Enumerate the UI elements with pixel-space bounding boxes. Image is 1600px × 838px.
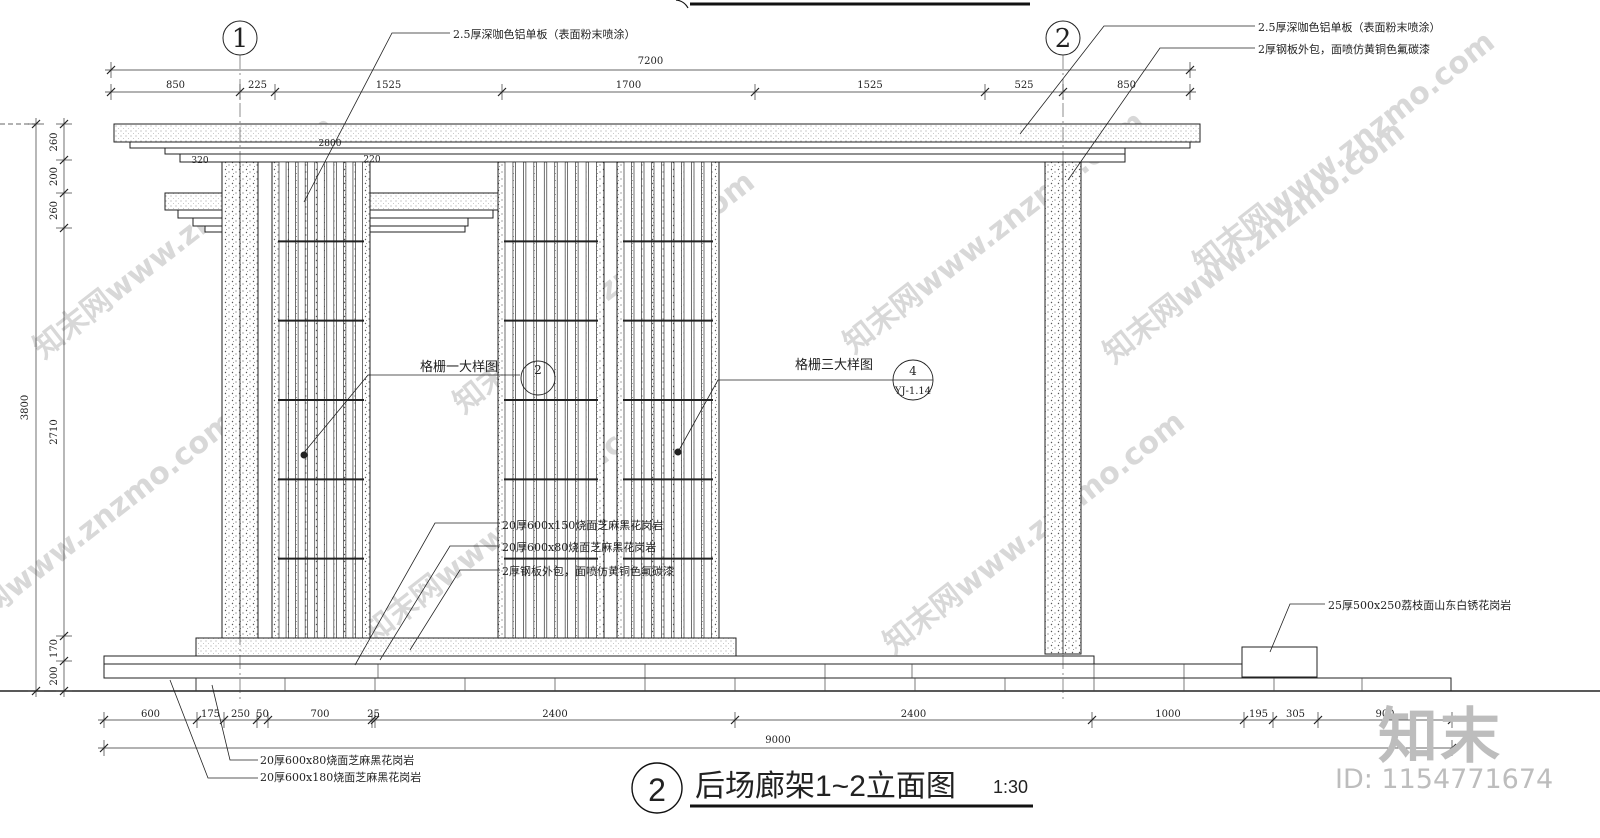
drawing-title-block: 2 后场廊架1~2立面图 1:30 bbox=[631, 762, 1033, 814]
dim-label: 700 bbox=[310, 709, 329, 720]
svg-text:2: 2 bbox=[534, 363, 542, 377]
dim-label: 260 bbox=[49, 132, 60, 151]
callout-leaders bbox=[169, 25, 1325, 779]
callout-bottom-2: 20厚600x180烧面芝麻黑花岗岩 bbox=[260, 770, 421, 784]
dim-label: 2710 bbox=[49, 419, 60, 444]
drawing-title: 后场廊架1~2立面图 bbox=[695, 770, 956, 803]
dim-label: 7200 bbox=[638, 56, 663, 67]
dim-label: 175 bbox=[201, 709, 220, 720]
top-beam-lower bbox=[129, 141, 1191, 149]
dim-label-small: 220 bbox=[363, 155, 380, 165]
callout-bottom-1: 20厚600x80烧面芝麻黑花岗岩 bbox=[260, 753, 414, 767]
dim-label: 3800 bbox=[20, 395, 31, 420]
watermark-text: 知末网www.znzmo.com bbox=[1187, 24, 1502, 281]
base-platform bbox=[195, 637, 737, 657]
grille-panel-3 bbox=[616, 161, 720, 639]
dim-label: 900 bbox=[1375, 709, 1394, 720]
dim-label: 250 bbox=[231, 709, 250, 720]
callout-grille-1: 格栅一大样图 bbox=[420, 359, 498, 375]
dim-label: 200 bbox=[49, 666, 60, 685]
dim-label: 1000 bbox=[1155, 709, 1180, 720]
axis-bubble-1: 1 bbox=[222, 20, 258, 700]
svg-text:YJ-1.14: YJ-1.14 bbox=[894, 386, 931, 397]
dim-label: 225 bbox=[248, 80, 267, 91]
dim-label: 850 bbox=[166, 80, 185, 91]
ref-bubble-grille-3: 4 YJ-1.14 bbox=[892, 359, 934, 401]
watermark-logo: 知末 bbox=[1378, 702, 1502, 772]
watermark-text: 知末网www.znzmo.com bbox=[877, 404, 1192, 661]
svg-text:4: 4 bbox=[909, 364, 917, 378]
dim-label: 1700 bbox=[616, 80, 641, 91]
grille-panel-1 bbox=[271, 161, 371, 639]
ref-bubble-grille-1: 2 bbox=[520, 360, 556, 396]
dim-label: 200 bbox=[49, 167, 60, 186]
dim-label: 850 bbox=[1117, 80, 1136, 91]
axis-bubble-2: 2 bbox=[1045, 20, 1081, 700]
dim-label: 1525 bbox=[376, 80, 401, 91]
base-slab bbox=[195, 677, 1452, 692]
dim-label: 260 bbox=[49, 201, 60, 220]
grille-panel-2 bbox=[497, 161, 605, 639]
dim-label: 2400 bbox=[901, 709, 926, 720]
base-step bbox=[103, 663, 1275, 679]
third-beam bbox=[179, 153, 1126, 163]
svg-text:1: 1 bbox=[232, 24, 249, 54]
left-column-cap bbox=[257, 161, 273, 663]
grille-1-marker bbox=[300, 451, 308, 459]
dim-label: 195 bbox=[1249, 709, 1268, 720]
callout-top-left: 2.5厚深咖色铝单板（表面粉末喷涂） bbox=[453, 27, 636, 41]
callout-top-right-2: 2厚钢板外包，面喷仿黄铜色氟碳漆 bbox=[1258, 42, 1430, 56]
dim-label: 2400 bbox=[542, 709, 567, 720]
dim-label: 600 bbox=[141, 709, 160, 720]
grille-3-marker bbox=[674, 448, 682, 456]
second-beam bbox=[164, 147, 1126, 155]
bench-block bbox=[1241, 646, 1318, 678]
dim-label-small: 320 bbox=[191, 156, 208, 166]
dimension-lines bbox=[0, 62, 1458, 756]
dim-label-small: 2800 bbox=[319, 139, 342, 149]
dim-label: 50 bbox=[256, 709, 269, 720]
top-beam bbox=[113, 123, 1201, 143]
watermark-id: ID: 1154771674 bbox=[1335, 764, 1554, 795]
drawing-scale: 1:30 bbox=[993, 777, 1028, 797]
drawing-number: 2 bbox=[648, 772, 666, 808]
callout-top-right-1: 2.5厚深咖色铝单板（表面粉末喷涂） bbox=[1258, 20, 1441, 34]
base-step-top bbox=[103, 655, 1095, 665]
dim-label: 170 bbox=[49, 639, 60, 658]
dim-label: 1525 bbox=[857, 80, 882, 91]
structure bbox=[0, 123, 1600, 692]
dim-label: 525 bbox=[1014, 80, 1033, 91]
callout-right: 25厚500x250荔枝面山东白锈花岗岩 bbox=[1328, 598, 1511, 612]
callout-mid-3: 2厚钢板外包，面喷仿黄铜色氟碳漆 bbox=[502, 564, 674, 578]
dim-label: 305 bbox=[1286, 709, 1305, 720]
dim-label: 9000 bbox=[765, 735, 790, 746]
dim-label: 25 bbox=[367, 709, 380, 720]
callout-mid-2: 20厚600x80烧面芝麻黑花岗岩 bbox=[502, 540, 656, 554]
callout-mid-1: 20厚600x150烧面芝麻黑花岗岩 bbox=[502, 518, 663, 532]
svg-text:2: 2 bbox=[1055, 24, 1072, 54]
callout-grille-3: 格栅三大样图 bbox=[795, 357, 873, 373]
